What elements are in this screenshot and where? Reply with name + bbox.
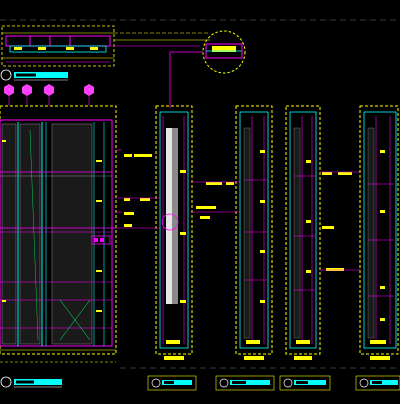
section-tag-3 (44, 84, 54, 96)
section-d (359, 105, 399, 360)
section-tag-1 (4, 84, 14, 96)
title-block-bottom-left (0, 361, 116, 388)
title-block-top-left (0, 69, 68, 81)
section-tags (4, 84, 94, 106)
section-tag-2 (22, 84, 32, 96)
main-elevation (0, 105, 122, 355)
section-b (192, 105, 273, 360)
title-block-bottom-2 (215, 375, 275, 391)
section-a (116, 105, 193, 360)
top-plan-view (0, 19, 400, 67)
section-tag-4 (84, 84, 94, 96)
title-block-bottom-1 (147, 375, 197, 391)
title-block-bottom-3 (279, 375, 331, 391)
title-block-bottom-4 (355, 375, 400, 391)
section-c (285, 105, 360, 360)
detail-callout (169, 30, 246, 108)
